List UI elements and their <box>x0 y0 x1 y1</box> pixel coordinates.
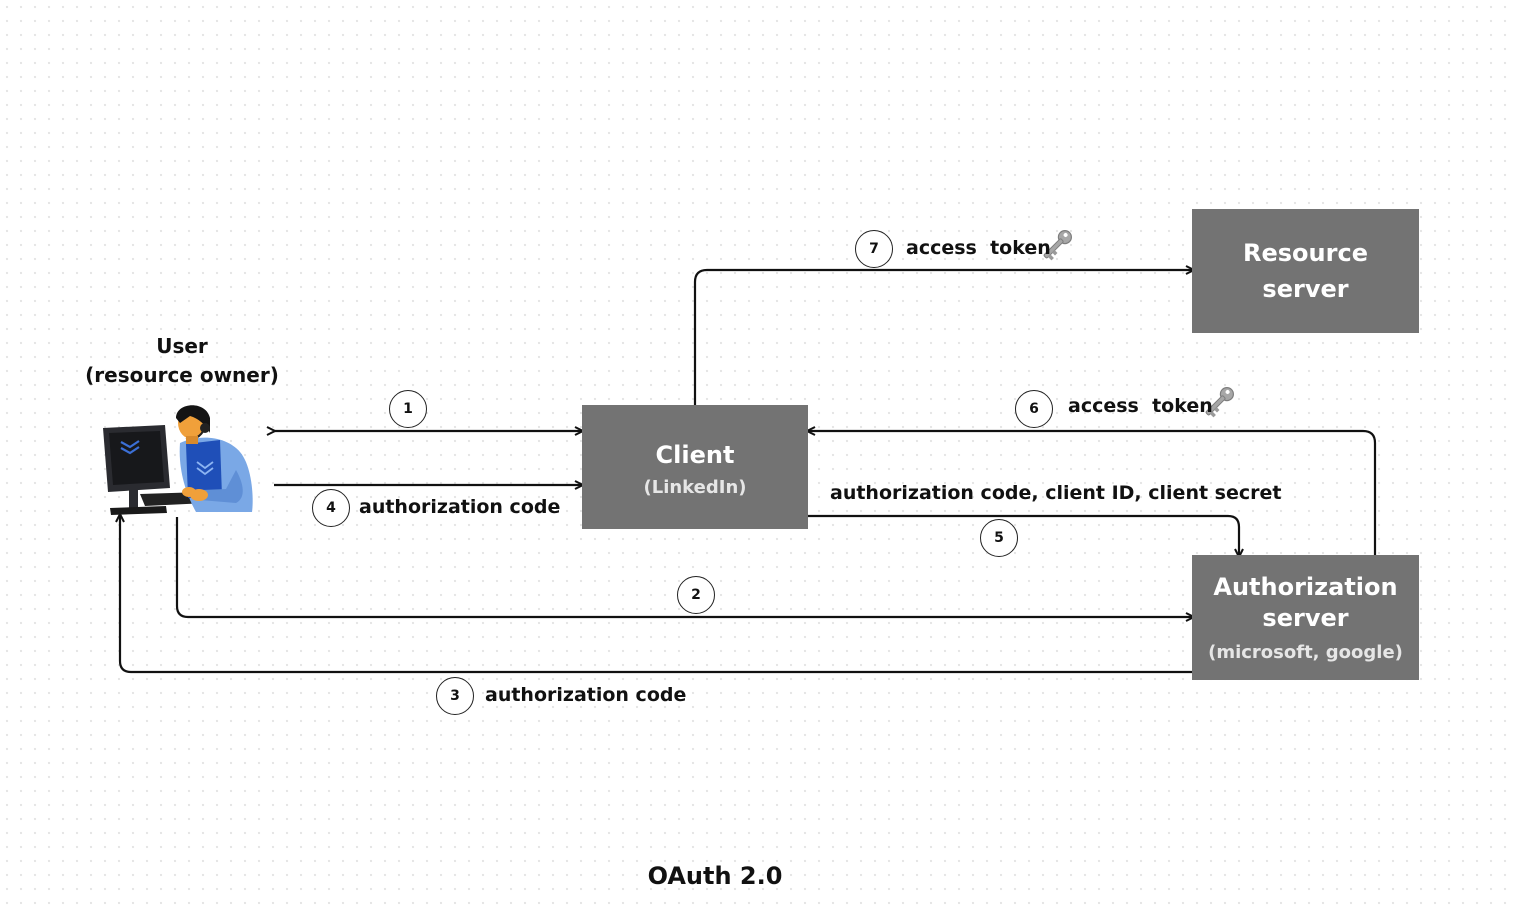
step-7-label: access token <box>906 237 1051 259</box>
user-illustration <box>103 405 253 515</box>
edge-step-6 <box>808 431 1377 555</box>
edge-step-3 <box>120 515 1193 674</box>
client-box: Client (LinkedIn) <box>582 405 808 529</box>
step-1-badge: 1 <box>389 390 427 428</box>
auth-server-line1: Authorization <box>1213 573 1398 601</box>
client-subtitle: (LinkedIn) <box>643 476 747 498</box>
user-label: User (resource owner) <box>80 332 284 390</box>
resource-server-line2: server <box>1262 275 1349 303</box>
user-title: User <box>156 334 208 358</box>
edge-step-5 <box>808 514 1239 556</box>
step-4-badge: 4 <box>312 489 350 527</box>
step-6-badge: 6 <box>1015 390 1053 428</box>
edge-step-7 <box>693 270 1193 405</box>
edge-step-2 <box>175 517 1193 617</box>
diagram-caption: OAuth 2.0 <box>647 862 783 890</box>
step-7-badge: 7 <box>855 230 893 268</box>
auth-server-line2: server <box>1262 604 1349 632</box>
step-5-label: authorization code, client ID, client se… <box>830 482 1282 504</box>
step-4-label: authorization code <box>359 496 561 518</box>
step-2-badge: 2 <box>677 576 715 614</box>
step-6-label: access token <box>1068 395 1213 417</box>
authorization-server-box: Authorization server (microsoft, google) <box>1192 555 1419 680</box>
step-3-badge: 3 <box>436 677 474 715</box>
key-icon <box>1205 387 1234 418</box>
user-subtitle: (resource owner) <box>85 363 279 387</box>
step-3-label: authorization code <box>485 684 687 706</box>
client-title: Client <box>655 440 735 469</box>
step-5-badge: 5 <box>980 519 1018 557</box>
resource-server-line1: Resource <box>1243 239 1368 267</box>
auth-server-subtitle: (microsoft, google) <box>1208 642 1403 663</box>
key-icon <box>1043 230 1072 261</box>
resource-server-box: Resource server <box>1192 209 1419 333</box>
